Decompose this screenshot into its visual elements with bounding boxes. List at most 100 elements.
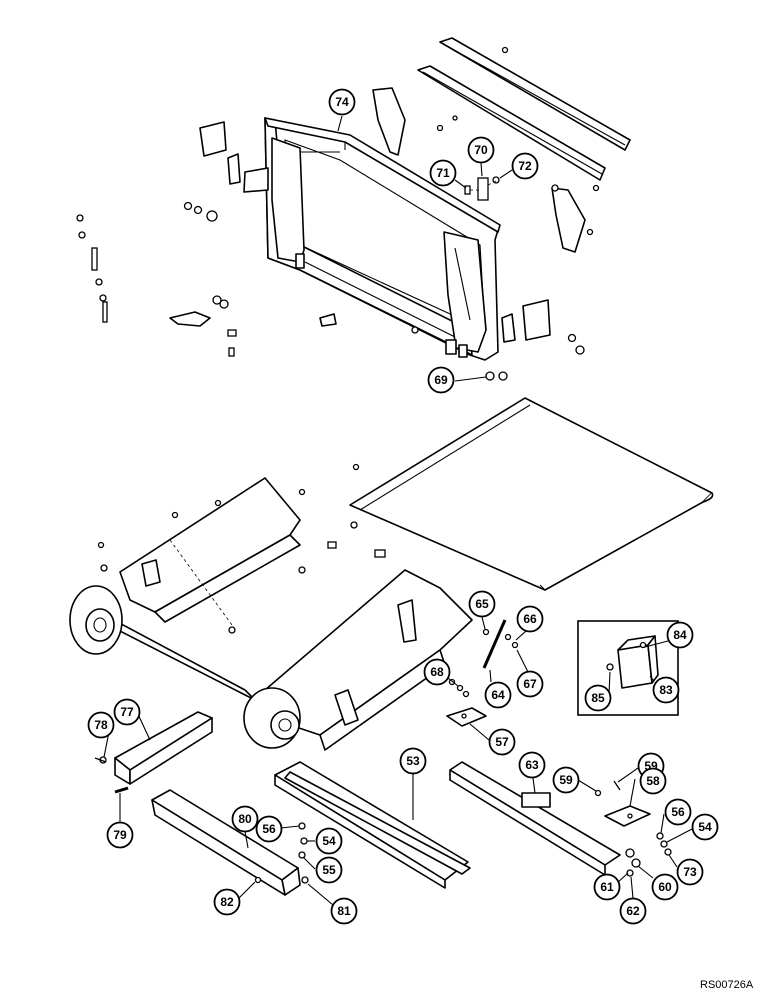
- callout-label: 53: [406, 754, 420, 768]
- callout-circle: [423, 658, 451, 686]
- callout-label: 70: [474, 143, 488, 157]
- callout-label: 83: [659, 683, 673, 697]
- callout-82: 82: [213, 888, 241, 916]
- top-bracket-strip: [417, 37, 631, 181]
- callout-71: 71: [429, 159, 457, 187]
- callout-circle: [666, 621, 694, 649]
- callout-circle: [552, 766, 580, 794]
- main-frame-part: [264, 117, 501, 361]
- callout-circle: [113, 698, 141, 726]
- callout-circle: [106, 821, 134, 849]
- callout-64: 64: [484, 681, 512, 709]
- callout-circle: [516, 670, 544, 698]
- callout-circle: [676, 858, 704, 886]
- callout-80: 80: [231, 805, 259, 833]
- callout-circle: [315, 856, 343, 884]
- callout-59: 59: [552, 766, 580, 794]
- callout-57: 57: [488, 728, 516, 756]
- lower-brackets: [94, 707, 672, 896]
- callout-72: 72: [511, 152, 539, 180]
- callout-63: 63: [518, 751, 546, 779]
- callout-78: 78: [87, 711, 115, 739]
- callout-circle: [429, 159, 457, 187]
- callout-label: 82: [220, 895, 234, 909]
- frame-brackets: [169, 87, 586, 343]
- callout-circle: [399, 747, 427, 775]
- callout-label: 68: [430, 665, 444, 679]
- callout-circle: [427, 366, 455, 394]
- callout-label: 85: [591, 691, 605, 705]
- callout-56: 56: [664, 798, 692, 826]
- callout-circle: [467, 136, 495, 164]
- callout-53: 53: [399, 747, 427, 775]
- callout-label: 84: [673, 628, 687, 642]
- callout-label: 56: [262, 822, 276, 836]
- callout-label: 65: [475, 597, 489, 611]
- callout-65: 65: [468, 590, 496, 618]
- callout-circle: [639, 767, 667, 795]
- callout-73: 73: [676, 858, 704, 886]
- callout-69: 69: [427, 366, 455, 394]
- callout-circle: [691, 813, 719, 841]
- callout-66: 66: [516, 605, 544, 633]
- callout-circle: [330, 897, 358, 925]
- callout-label: 69: [434, 373, 448, 387]
- reference-code: RS00726A: [700, 979, 754, 991]
- callout-60: 60: [651, 873, 679, 901]
- callout-circle: [664, 798, 692, 826]
- callout-circle: [328, 88, 356, 116]
- callout-circle: [652, 676, 680, 704]
- conveyor-frame-part: [69, 477, 473, 751]
- callout-circle: [484, 681, 512, 709]
- callout-55: 55: [315, 856, 343, 884]
- callout-54: 54: [691, 813, 719, 841]
- callout-label: 58: [646, 774, 660, 788]
- callout-56: 56: [255, 815, 283, 843]
- callout-circle: [511, 152, 539, 180]
- callout-label: 54: [322, 834, 336, 848]
- callout-circle: [651, 873, 679, 901]
- callout-label: 72: [518, 159, 532, 173]
- callout-label: 74: [335, 95, 349, 109]
- callout-85: 85: [584, 684, 612, 712]
- callout-label: 67: [523, 677, 537, 691]
- callout-circle: [231, 805, 259, 833]
- callout-54: 54: [315, 827, 343, 855]
- callout-label: 78: [94, 718, 108, 732]
- callout-label: 80: [238, 812, 252, 826]
- callout-81: 81: [330, 897, 358, 925]
- callout-label: 57: [495, 735, 509, 749]
- callout-74: 74: [328, 88, 356, 116]
- callout-label: 61: [600, 880, 614, 894]
- callout-79: 79: [106, 821, 134, 849]
- callout-label: 55: [322, 863, 336, 877]
- callout-circle: [488, 728, 516, 756]
- callout-67: 67: [516, 670, 544, 698]
- callout-circle: [584, 684, 612, 712]
- callout-70: 70: [467, 136, 495, 164]
- callout-83: 83: [652, 676, 680, 704]
- callout-label: 63: [525, 758, 539, 772]
- callout-label: 54: [698, 820, 712, 834]
- hardware-bottom: [97, 463, 519, 698]
- callout-label: 62: [626, 904, 640, 918]
- callout-circle: [619, 897, 647, 925]
- callout-68: 68: [423, 658, 451, 686]
- callout-label: 71: [436, 166, 450, 180]
- callout-label: 77: [120, 705, 134, 719]
- callout-circle: [213, 888, 241, 916]
- callout-61: 61: [593, 873, 621, 901]
- callout-84: 84: [666, 621, 694, 649]
- callout-58: 58: [639, 767, 667, 795]
- top-panel-part: [349, 397, 714, 591]
- callout-circle: [87, 711, 115, 739]
- callout-circle: [255, 815, 283, 843]
- callout-label: 60: [658, 880, 672, 894]
- hardware-top: [76, 46, 600, 381]
- callout-circle: [593, 873, 621, 901]
- callout-circle: [315, 827, 343, 855]
- callout-label: 59: [559, 773, 573, 787]
- callout-77: 77: [113, 698, 141, 726]
